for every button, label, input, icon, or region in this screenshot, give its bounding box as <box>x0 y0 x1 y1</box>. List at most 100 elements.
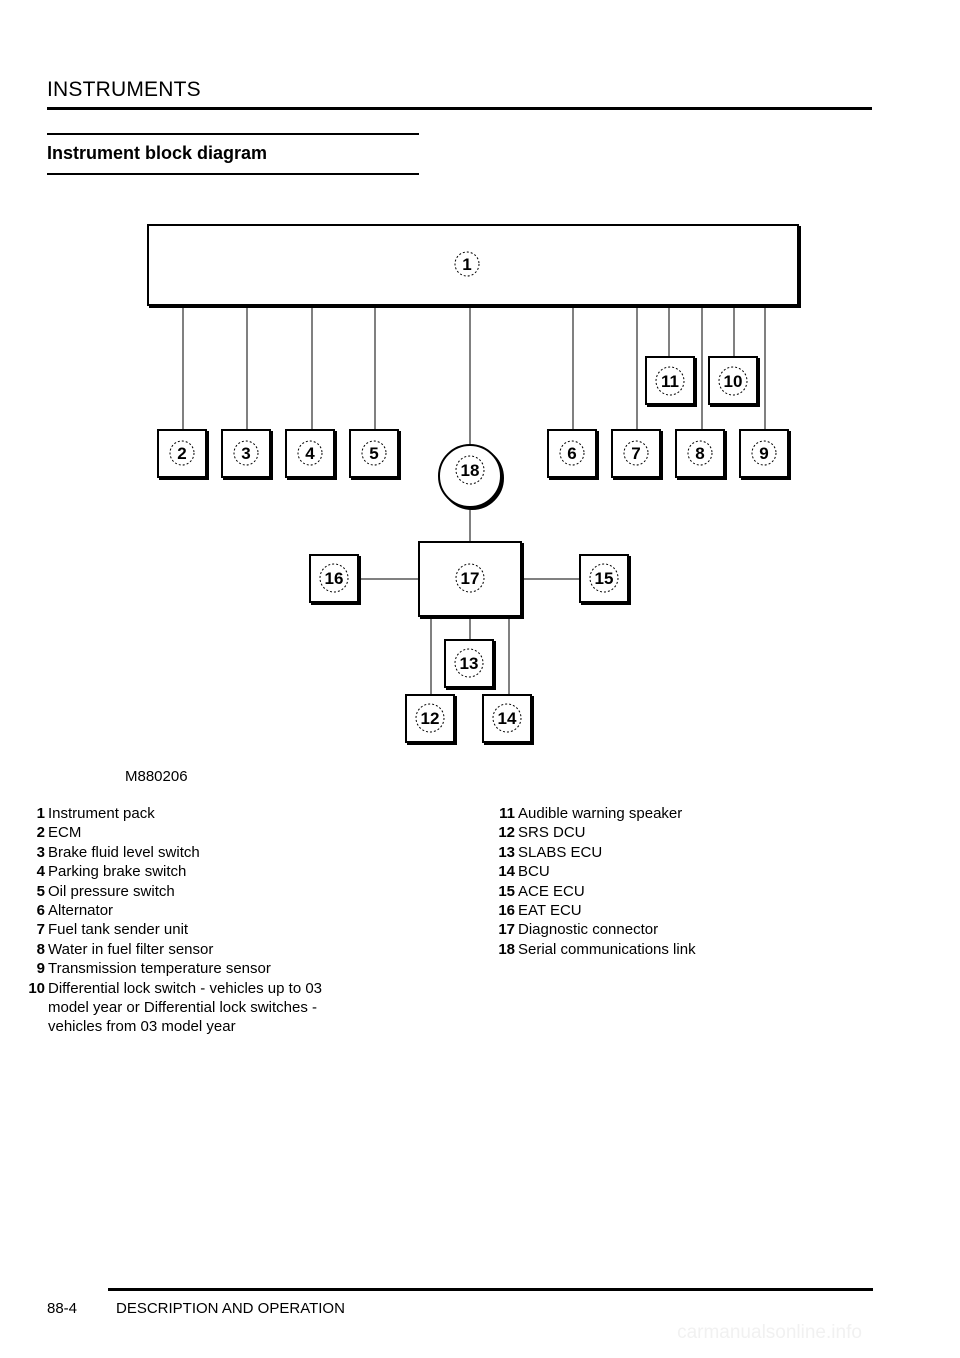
footer-section-title: DESCRIPTION AND OPERATION <box>116 1300 345 1317</box>
callout-circle-14 <box>492 703 522 733</box>
callout-circle-16 <box>319 563 349 593</box>
footer-page-number: 88-4 <box>47 1300 78 1317</box>
legend-item-number: 18 <box>498 940 515 958</box>
legend-item-text: Transmission temperature sensor <box>48 960 271 978</box>
section-rule-bottom <box>47 173 419 175</box>
box-2 <box>157 429 207 478</box>
callout-circle-8 <box>687 440 713 466</box>
legend-item-number: 16 <box>498 902 515 920</box>
page-header-title: INSTRUMENTS <box>47 78 201 101</box>
legend-item-number: 11 <box>499 805 515 822</box>
legend-item-text: Brake fluid level switch <box>48 843 200 861</box>
legend-item-number: 15 <box>498 882 515 900</box>
legend-item-text: EAT ECU <box>518 902 582 920</box>
callout-circle-5 <box>361 440 387 466</box>
callout-label-5: 5 <box>369 444 378 463</box>
legend-item-number: 9 <box>36 960 45 978</box>
legend-item-text: Audible warning speaker <box>518 805 683 822</box>
box-8 <box>675 429 725 478</box>
legend-item-number: 12 <box>498 824 515 842</box>
section-title: Instrument block diagram <box>47 143 268 163</box>
box-16 <box>309 554 359 603</box>
callout-circle-17 <box>455 563 485 593</box>
legend-item-text: Alternator <box>48 902 114 920</box>
callout-label-6: 6 <box>567 444 576 463</box>
callout-label-12: 12 <box>421 709 440 728</box>
callout-circle-2 <box>169 440 195 466</box>
legend-item-text: Oil pressure switch <box>48 882 175 900</box>
legend-item-number: 6 <box>36 902 45 920</box>
watermark: carmanualsonline.info <box>677 1322 862 1343</box>
callout-circle-3 <box>233 440 259 466</box>
box-14 <box>482 694 532 743</box>
box-17 <box>418 541 522 617</box>
legend-item-number: 4 <box>36 863 45 881</box>
legend-item-number: 1 <box>36 805 45 822</box>
figure-reference: M880206 <box>125 768 188 785</box>
callout-label-9: 9 <box>759 444 768 463</box>
callout-label-16: 16 <box>325 569 344 588</box>
callout-label-4: 4 <box>305 444 315 463</box>
callout-label-7: 7 <box>631 444 640 463</box>
box-4 <box>285 429 335 478</box>
legend-item-text: Differential lock switch - vehicles up t… <box>48 979 323 1036</box>
legend-item-number: 3 <box>36 843 45 861</box>
legend-item-number: 17 <box>498 921 515 939</box>
legend-item-text: BCU <box>518 863 550 881</box>
box-15 <box>579 554 629 603</box>
footer-rule <box>108 1288 873 1291</box>
legend-item-text: SRS DCU <box>518 824 586 842</box>
legend-item-number: 2 <box>36 824 45 842</box>
callout-label-14: 14 <box>498 709 517 728</box>
legend-item-text: Fuel tank sender unit <box>48 921 189 939</box>
box-10 <box>708 356 758 405</box>
legend-item-number: 13 <box>498 843 515 861</box>
box-5 <box>349 429 399 478</box>
callout-circle-10 <box>718 366 748 396</box>
box-instrument-pack <box>147 224 799 306</box>
callout-label-15: 15 <box>595 569 614 588</box>
box-13 <box>444 639 494 688</box>
legend-item-text: ACE ECU <box>518 882 585 900</box>
callout-label-10: 10 <box>724 372 743 391</box>
callout-circle-11 <box>655 366 685 396</box>
header-rule <box>47 107 872 110</box>
callout-circle-6 <box>559 440 585 466</box>
callout-circle-7 <box>623 440 649 466</box>
callout-label-13: 13 <box>460 654 479 673</box>
legend-item-number: 14 <box>498 863 515 881</box>
callout-label-2: 2 <box>177 444 186 463</box>
callout-label-11: 11 <box>661 372 679 391</box>
callout-label-18: 18 <box>461 461 480 480</box>
callout-circle-13 <box>454 648 484 678</box>
callout-label-17: 17 <box>461 569 480 588</box>
legend-item-text: Diagnostic connector <box>518 921 659 939</box>
legend-item-text: Parking brake switch <box>48 863 187 881</box>
box-6 <box>547 429 597 478</box>
callout-circle-1 <box>454 251 480 277</box>
legend-item-number: 10 <box>28 979 45 997</box>
legend-item-text: Instrument pack <box>48 805 155 822</box>
legend-item-text: SLABS ECU <box>518 843 603 861</box>
callout-circle-12 <box>415 703 445 733</box>
callout-circle-9 <box>751 440 777 466</box>
legend-item-number: 8 <box>36 940 45 958</box>
legend-item-number: 7 <box>36 921 45 939</box>
box-3 <box>221 429 271 478</box>
